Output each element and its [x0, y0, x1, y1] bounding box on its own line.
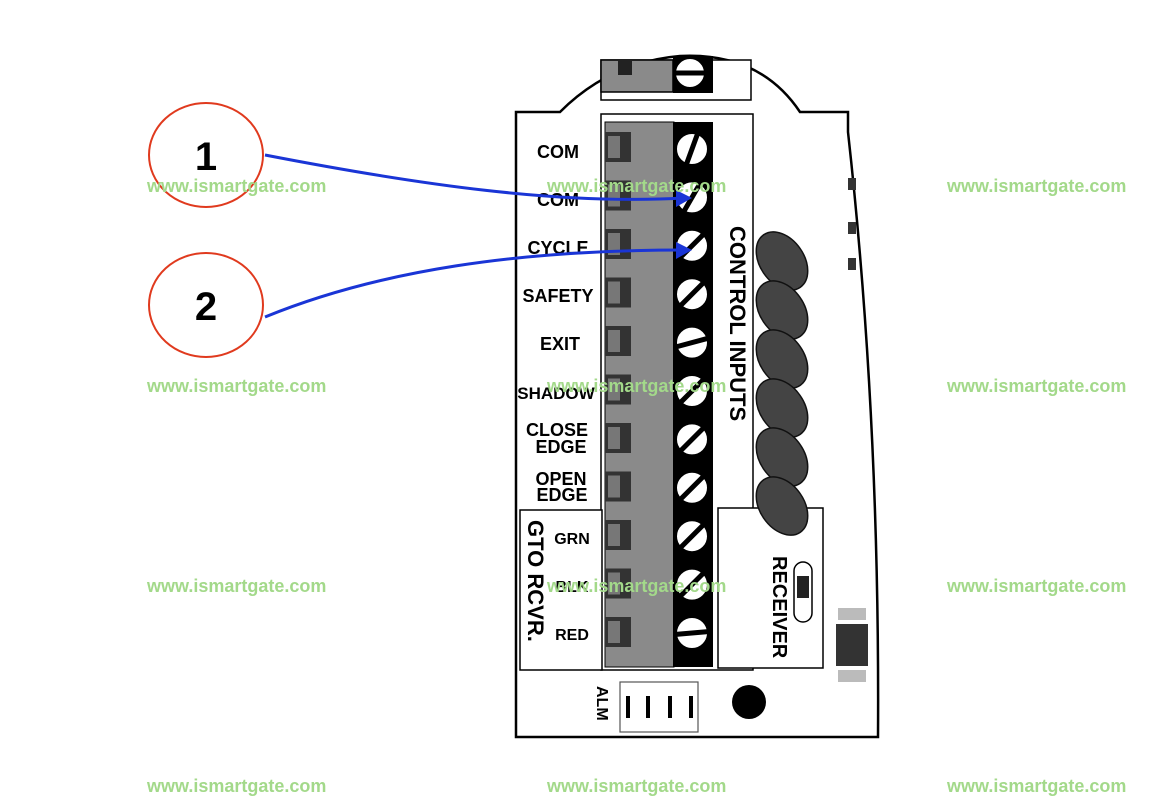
terminal-label: COM: [537, 142, 579, 162]
callout-1-arrow: [264, 153, 684, 201]
callout-1-circle: [148, 102, 264, 208]
terminal-label: COM: [537, 190, 579, 210]
terminal-label: EDGE: [535, 437, 586, 457]
terminal-screw: [675, 616, 709, 650]
terminal-pin-highlight: [608, 281, 620, 304]
callout-2-number: 2: [195, 285, 217, 329]
callout-2-circle: [148, 252, 264, 358]
terminal-label: RED: [555, 627, 589, 644]
led-3: [755, 329, 809, 389]
control-board: COMCOMCYCLESAFETYEXITSHADOWCLOSEEDGEOPEN…: [514, 54, 880, 739]
gto-rcvr-label: GTO RCVR.: [523, 520, 548, 642]
terminal-label: OPEN: [535, 469, 586, 489]
led-5: [755, 427, 809, 487]
terminal-pin-highlight: [608, 330, 620, 352]
terminal-label: EDGE: [536, 485, 587, 505]
callout-1-arrowhead: [676, 190, 692, 207]
gto-rcvr-box: [519, 509, 603, 671]
alm-jumper: [619, 681, 699, 733]
terminal-pin-highlight: [608, 427, 620, 449]
terminal-pin-highlight: [608, 524, 620, 546]
control-inputs-label: CONTROL INPUTS: [725, 226, 750, 421]
terminal-screw: [675, 132, 709, 166]
led-6: [755, 476, 809, 536]
terminal-pin-highlight: [608, 572, 620, 595]
callout-1-number: 1: [195, 135, 217, 179]
leds: [755, 231, 809, 536]
terminal-label: CLOSE: [526, 420, 588, 440]
terminal-pin-highlight: [608, 378, 620, 401]
terminal-pin-highlight: [608, 475, 620, 498]
terminal-screw: [675, 277, 709, 312]
terminal-screw: [675, 519, 709, 554]
receiver-label: RECEIVER: [768, 556, 790, 659]
terminal-pin-highlight: [608, 136, 620, 158]
mounting-hole: [732, 685, 766, 719]
terminal-label: GRN: [554, 531, 590, 548]
callout-2-arrowhead: [676, 242, 692, 259]
terminal-label: EXIT: [540, 334, 580, 354]
terminal-screw: [675, 374, 709, 408]
terminal-pin-highlight: [608, 621, 620, 643]
alm-label: ALM: [593, 686, 610, 721]
top-terminal: [600, 56, 752, 101]
edge-connectors: [836, 178, 868, 682]
led-4: [755, 378, 809, 438]
terminal-screw: [675, 325, 709, 360]
terminal-screw: [675, 470, 709, 505]
receiver-switch: [793, 561, 813, 623]
terminal-label: BLK: [556, 579, 589, 596]
terminal-screw: [675, 422, 709, 457]
callouts: 1 2: [148, 102, 692, 358]
terminal-screw: [675, 180, 709, 215]
terminal-label: SHADOW: [517, 384, 595, 403]
led-1: [755, 231, 809, 291]
terminal-pin-highlight: [608, 233, 620, 255]
callout-2-arrow: [264, 248, 684, 319]
terminal-label: SAFETY: [522, 286, 593, 306]
terminal-pin-highlight: [608, 184, 620, 207]
terminal-screw: [675, 567, 709, 602]
led-2: [755, 280, 809, 340]
